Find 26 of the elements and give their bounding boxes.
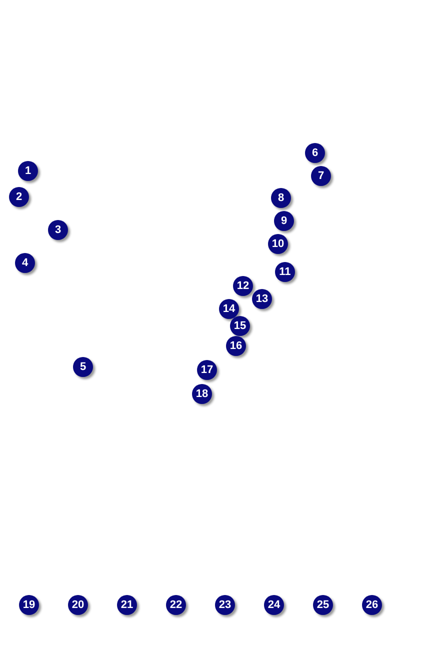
- callout-number: 11: [275, 262, 295, 282]
- callout-number: 21: [117, 595, 137, 615]
- callout-number: 19: [19, 595, 39, 615]
- callout-number: 26: [362, 595, 382, 615]
- callout-number: 8: [271, 188, 291, 208]
- callout-number: 22: [166, 595, 186, 615]
- callout-number: 14: [219, 299, 239, 319]
- callout-number: 13: [252, 289, 272, 309]
- callout-number: 9: [274, 211, 294, 231]
- callout-number: 2: [9, 187, 29, 207]
- callout-number: 1: [18, 161, 38, 181]
- callout-number: 17: [197, 360, 217, 380]
- callout-number: 25: [313, 595, 333, 615]
- callout-number: 15: [230, 316, 250, 336]
- callout-number: 18: [192, 384, 212, 404]
- callout-number: 16: [226, 336, 246, 356]
- callout-number: 12: [233, 276, 253, 296]
- callout-number: 20: [68, 595, 88, 615]
- callout-number: 10: [268, 234, 288, 254]
- callout-number: 4: [15, 253, 35, 273]
- callout-number: 3: [48, 220, 68, 240]
- callout-number: 7: [311, 166, 331, 186]
- callout-number: 6: [305, 143, 325, 163]
- callout-number: 5: [73, 357, 93, 377]
- callout-number: 24: [264, 595, 284, 615]
- callout-number: 23: [215, 595, 235, 615]
